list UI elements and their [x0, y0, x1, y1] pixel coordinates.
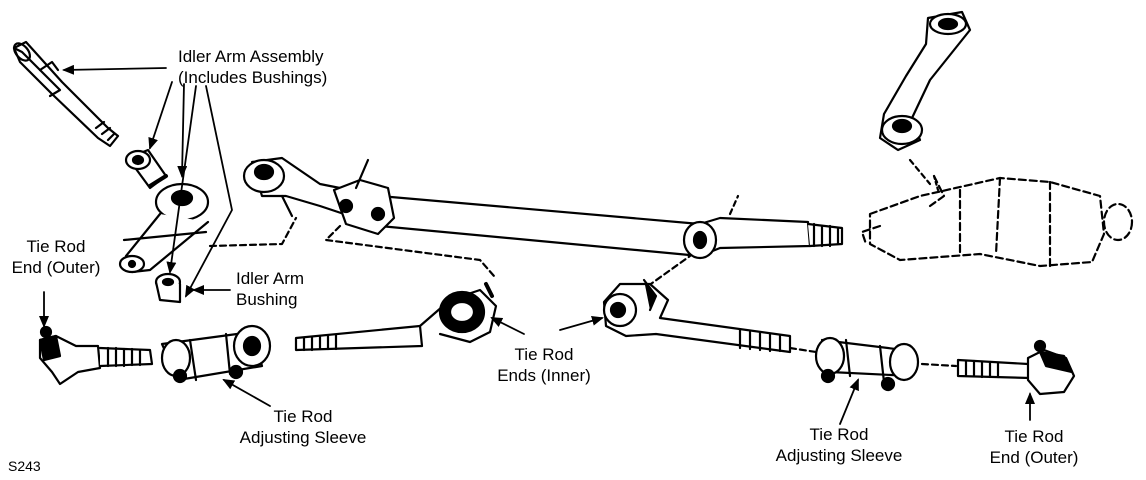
- label-idler-arm-assembly: Idler Arm Assembly (Includes Bushings): [178, 46, 327, 88]
- label-line: Tie Rod: [514, 345, 574, 364]
- tie-rod-end-outer-right: [956, 339, 1076, 396]
- figure-code: S243: [8, 458, 41, 474]
- idler-bushing-upper: [124, 148, 168, 190]
- leader-arrows: [39, 64, 1035, 425]
- label-tie-rod-adjusting-sleeve-right: Tie Rod Adjusting Sleeve: [764, 424, 914, 466]
- label-tie-rod-ends-inner: Tie Rod Ends (Inner): [484, 344, 604, 386]
- label-line: Tie Rod: [273, 407, 333, 426]
- steering-gear-box: [860, 174, 1134, 268]
- label-tie-rod-end-outer-left: Tie Rod End (Outer): [6, 236, 106, 278]
- label-tie-rod-adjusting-sleeve-left: Tie Rod Adjusting Sleeve: [228, 406, 378, 448]
- label-line: Tie Rod: [26, 237, 86, 256]
- idler-arm-bolt: [12, 40, 120, 148]
- label-tie-rod-end-outer-right: Tie Rod End (Outer): [984, 426, 1084, 468]
- center-link: [242, 156, 844, 260]
- label-line: Bushing: [236, 290, 298, 309]
- label-line: (Includes Bushings): [178, 68, 328, 87]
- label-line: Tie Rod: [1004, 427, 1064, 446]
- tie-rod-adjusting-sleeve-right: [814, 336, 920, 392]
- label-line: Ends (Inner): [497, 366, 591, 385]
- label-idler-arm-bushing: Idler Arm Bushing: [236, 268, 304, 310]
- tie-rod-end-inner-left: [294, 282, 498, 352]
- label-line: End (Outer): [11, 258, 101, 277]
- label-line: Idler Arm Assembly: [178, 47, 324, 66]
- idler-arm-body: [118, 182, 210, 274]
- label-line: End (Outer): [989, 448, 1079, 467]
- label-line: Idler Arm: [236, 269, 305, 288]
- idler-bushing-lower: [154, 272, 182, 304]
- tie-rod-end-outer-left: [38, 325, 154, 386]
- tie-rod-adjusting-sleeve-left: [160, 324, 272, 384]
- label-line: Adjusting Sleeve: [239, 428, 367, 447]
- tie-rod-end-inner-right: [602, 278, 792, 354]
- label-line: Tie Rod: [809, 425, 869, 444]
- pitman-arm: [878, 10, 972, 152]
- label-line: Adjusting Sleeve: [775, 446, 903, 465]
